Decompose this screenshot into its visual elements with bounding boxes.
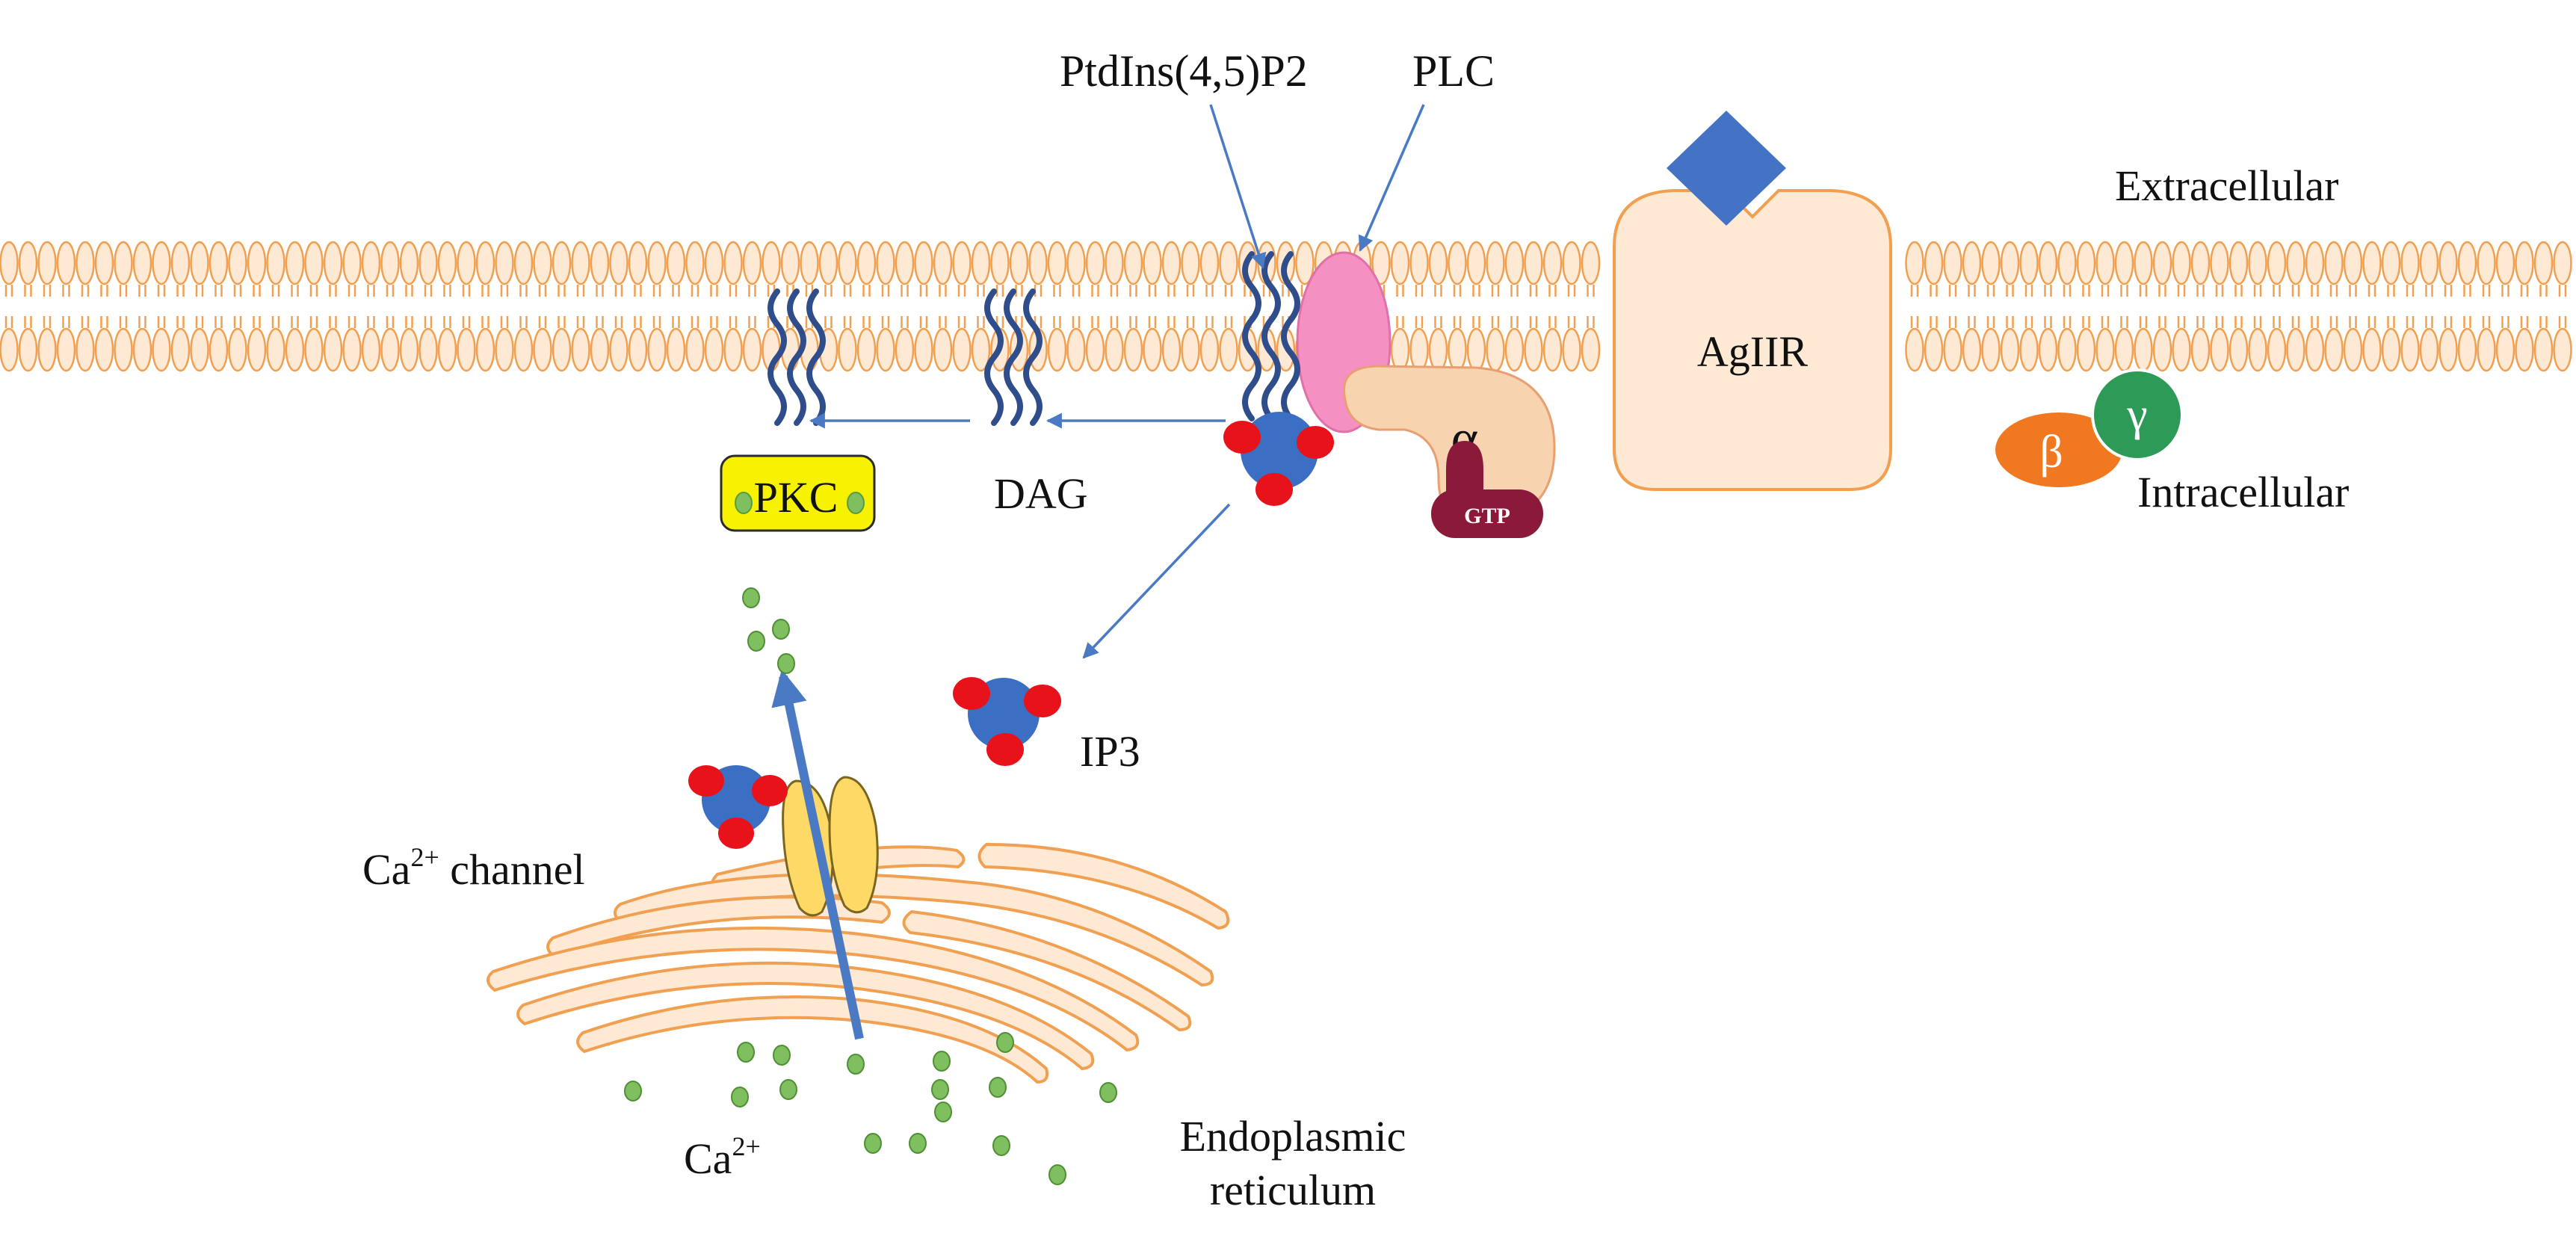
pkc-lipid-tails	[767, 288, 826, 426]
arrow-ptdins-label	[1209, 104, 1267, 269]
pkc-label: PKC	[754, 473, 838, 522]
extracellular-label: Extracellular	[2115, 161, 2339, 210]
calcium-ion-dot	[996, 1032, 1014, 1053]
membrane-outer-leaflet	[0, 241, 2572, 285]
calcium-ion-dot	[624, 1081, 642, 1101]
ip3-label: IP3	[1080, 727, 1140, 776]
calcium-ion-dot	[772, 619, 790, 640]
calcium-ion-dot	[989, 1077, 1007, 1098]
ca-channel-rest: channel	[439, 845, 585, 894]
ca-ion-label: Ca2+	[684, 1131, 761, 1183]
er-label-line1: Endoplasmic	[1180, 1112, 1406, 1161]
gtp-molecule	[1446, 441, 1483, 493]
ca-channel-label: Ca2+ channel	[362, 842, 585, 894]
calcium-ion-dot	[864, 1133, 882, 1154]
calcium-ion-dot	[909, 1133, 927, 1154]
gtp-label: GTP	[1464, 504, 1510, 528]
membrane-lipid-tails	[4, 285, 2567, 328]
intracellular-label: Intracellular	[2137, 468, 2349, 516]
calcium-ion-dot	[777, 653, 795, 674]
dag-label: DAG	[994, 469, 1088, 518]
ptdins-label: PtdIns(4,5)P2	[1060, 46, 1308, 96]
calcium-ion-dot	[731, 1087, 749, 1107]
pip2-lipid-tails	[1242, 251, 1300, 421]
calcium-ion-dot	[1048, 1164, 1066, 1185]
g-gamma-subunit	[2091, 368, 2184, 461]
dag-lipid-tails	[984, 288, 1043, 426]
calcium-release-arrow	[771, 669, 864, 1040]
arrow-plc-label	[1358, 104, 1425, 252]
calcium-ion-dot	[992, 1135, 1010, 1156]
g-beta-subunit	[1995, 413, 2122, 487]
ca-base: Ca	[684, 1134, 732, 1183]
ca-sup: 2+	[732, 1131, 760, 1161]
calcium-ion-dot	[934, 1101, 952, 1122]
gamma-label: γ	[2126, 389, 2147, 440]
ca-channel-base: Ca	[362, 845, 410, 894]
ca-channel-sup: 2+	[410, 842, 439, 872]
calcium-ion-dot	[779, 1079, 797, 1100]
calcium-ion-dot	[933, 1051, 951, 1072]
pip2-head-group	[1223, 412, 1334, 506]
calcium-ions	[624, 587, 1117, 1185]
calcium-ion-dot	[1099, 1082, 1117, 1103]
agiir-label: AgIIR	[1697, 327, 1809, 376]
calcium-ion-dot	[747, 631, 765, 652]
calcium-ion-dot	[737, 1042, 755, 1063]
angiotensin-ligand-diamond	[1667, 111, 1786, 226]
pkc-box: PKC	[720, 454, 876, 532]
ca-channel	[782, 776, 879, 917]
arrow-pip2-to-ip3	[1082, 503, 1231, 659]
gtp-badge	[1431, 489, 1543, 538]
ip3-bound-channel	[688, 765, 788, 849]
beta-label: β	[2039, 427, 2063, 478]
calcium-ion-dot	[773, 1045, 791, 1066]
er-label-line2: reticulum	[1210, 1166, 1376, 1214]
agiir-receptor: AgIIR	[1613, 189, 1892, 491]
calcium-ion-dot	[847, 1054, 865, 1075]
ip3-molecule	[953, 677, 1061, 766]
calcium-ion-dot	[931, 1079, 949, 1100]
calcium-ion-dot	[742, 587, 760, 608]
plc-label: PLC	[1412, 46, 1495, 96]
